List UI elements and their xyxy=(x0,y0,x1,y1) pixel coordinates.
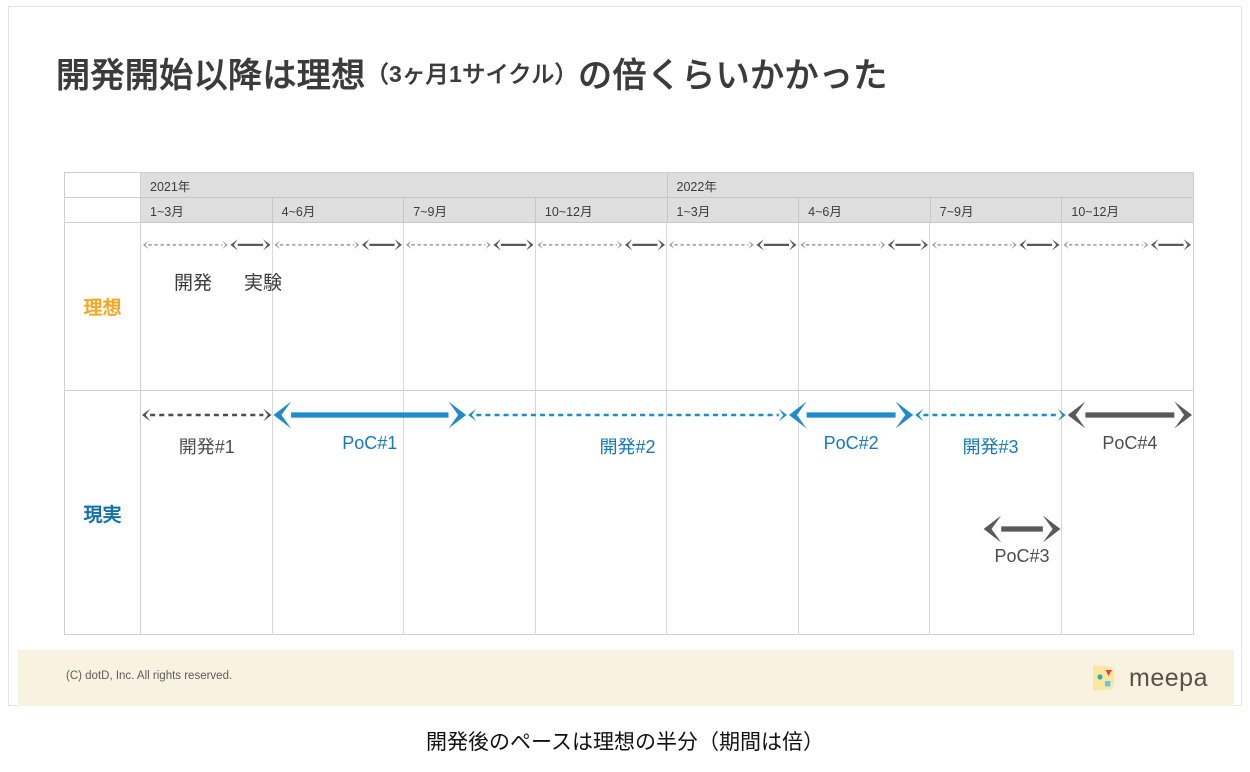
slide-canvas: 開発開始以降は理想 （3ヶ月1サイクル） の倍くらいかかった 2021年 202… xyxy=(8,6,1242,706)
year-cell-2022: 2022年 xyxy=(667,173,1193,198)
grid-column-1 xyxy=(273,391,404,635)
quarter-cell-3: 10~12月 xyxy=(535,198,668,223)
grid-column-6 xyxy=(930,391,1062,635)
grid-column-5 xyxy=(799,223,930,390)
timeline-table: 2021年 2022年 1~3月 4~6月 7~9月 10~12月 1~3月 4… xyxy=(64,172,1194,635)
grid-column-7 xyxy=(1062,391,1194,635)
reality-label-開発#2: 開発#2 xyxy=(599,437,656,457)
title-part-2: の倍くらいかかった xyxy=(578,56,888,95)
quarter-cell-2: 7~9月 xyxy=(404,198,536,223)
row-label-ideal: 理想 xyxy=(65,223,141,390)
reality-label-PoC#3: PoC#3 xyxy=(994,546,1050,566)
table-header-quarter-row: 1~3月 4~6月 7~9月 10~12月 1~3月 4~6月 7~9月 10~… xyxy=(65,198,1193,223)
grid-column-2 xyxy=(404,391,536,635)
reality-label-PoC#2: PoC#2 xyxy=(823,433,879,453)
reality-label-開発#1: 開発#1 xyxy=(178,437,235,457)
meepa-wordmark: meepa xyxy=(1129,663,1208,692)
page-title: 開発開始以降は理想 （3ヶ月1サイクル） の倍くらいかかった xyxy=(56,47,1176,97)
grid-column-2 xyxy=(404,223,536,390)
reality-label-PoC#1: PoC#1 xyxy=(342,433,398,453)
grid-column-3 xyxy=(536,391,667,635)
grid-column-0 xyxy=(141,223,273,390)
header-corner-cell xyxy=(65,173,141,198)
logo-square-icon xyxy=(1105,681,1111,687)
title-part-1: 開発開始以降は理想 xyxy=(56,56,366,95)
copyright-text: (C) dotD, Inc. All rights reserved. xyxy=(66,670,233,682)
header-corner-cell-2 xyxy=(65,198,141,223)
year-cell-2021: 2021年 xyxy=(141,173,668,198)
meepa-logo: meepa xyxy=(1090,662,1208,694)
grid-column-7 xyxy=(1062,223,1194,390)
reality-label-PoC#4: PoC#4 xyxy=(1102,433,1158,453)
grid-column-5 xyxy=(799,391,930,635)
ideal-grid-area: 開発 実験 xyxy=(141,223,1193,390)
quarter-cell-1: 4~6月 xyxy=(272,198,405,223)
grid-column-4 xyxy=(667,391,799,635)
row-label-reality: 現実 xyxy=(65,391,141,635)
reality-label-開発#3: 開発#3 xyxy=(962,437,1019,457)
grid-column-3 xyxy=(536,223,667,390)
grid-column-6 xyxy=(930,223,1062,390)
quarter-cell-6: 7~9月 xyxy=(930,198,1063,223)
timeline-row-ideal: 理想 開発 実験 xyxy=(65,223,1193,391)
meepa-logo-mark xyxy=(1093,665,1115,691)
table-header-year-row: 2021年 2022年 xyxy=(65,173,1193,198)
quarter-cell-0: 1~3月 xyxy=(141,198,273,223)
slide-footer: (C) dotD, Inc. All rights reserved. meep… xyxy=(18,650,1234,706)
caption-text: 開発後のペースは理想の半分（期間は倍） xyxy=(426,731,824,754)
grid-column-4 xyxy=(667,223,799,390)
quarter-cell-4: 1~3月 xyxy=(667,198,800,223)
grid-column-0 xyxy=(141,391,273,635)
logo-triangle-icon xyxy=(1105,670,1113,676)
logo-circle-icon xyxy=(1097,674,1103,680)
ideal-text-jikken: 実験 xyxy=(244,273,283,294)
quarter-cell-5: 4~6月 xyxy=(799,198,931,223)
quarter-cell-7: 10~12月 xyxy=(1062,198,1193,223)
grid-column-1 xyxy=(273,223,404,390)
ideal-text-kaihatsu: 開発 xyxy=(174,273,213,294)
title-part-small: （3ヶ月1サイクル） xyxy=(365,61,579,87)
